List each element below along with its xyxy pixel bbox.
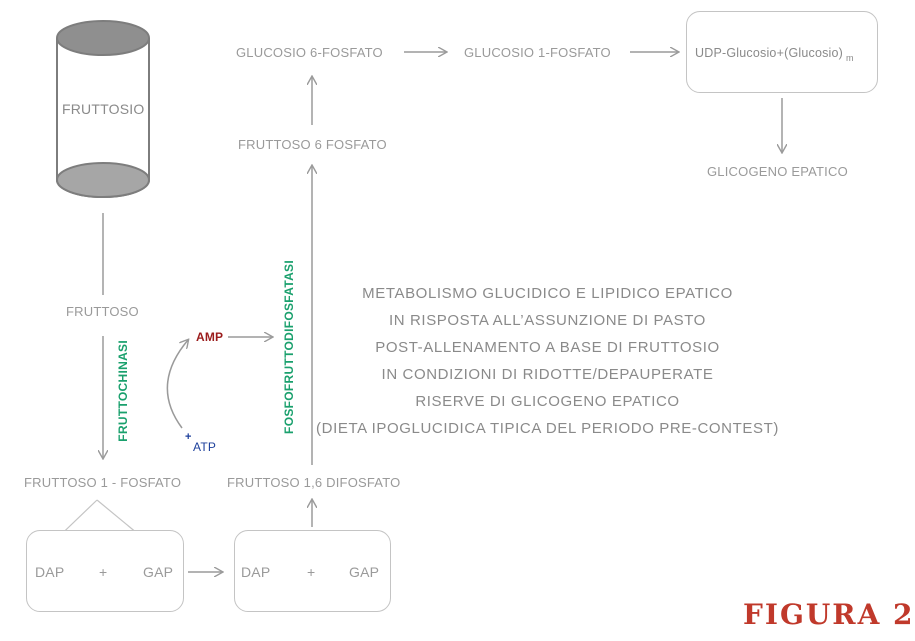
left-plus: + xyxy=(99,564,108,580)
left-dap: DAP xyxy=(35,564,65,580)
left-gap: GAP xyxy=(143,564,174,580)
cofactor-amp: AMP xyxy=(196,330,224,344)
right-gap: GAP xyxy=(349,564,380,580)
caption-line-3: POST-ALLENAMENTO A BASE DI FRUTTOSIO xyxy=(375,339,720,356)
node-fruttoso-6-fosfato: FRUTTOSO 6 FOSFATO xyxy=(238,137,387,152)
caption-line-6: (DIETA IPOGLUCIDICA TIPICA DEL PERIODO P… xyxy=(316,420,779,437)
node-glicogeno-epatico: GLICOGENO EPATICO xyxy=(707,164,848,179)
caption-line-2: IN RISPOSTA ALL’ASSUNZIONE DI PASTO xyxy=(389,312,706,329)
caption-line-1: METABOLISMO GLUCIDICO E LIPIDICO EPATICO xyxy=(362,285,733,302)
cofactor-atp-sign: + xyxy=(185,431,192,443)
caption-line-5: RISERVE DI GLICOGENO EPATICO xyxy=(415,393,680,410)
node-glucosio-6-fosfato: GLUCOSIO 6-FOSFATO xyxy=(236,45,383,60)
right-plus: + xyxy=(307,564,316,580)
cofactor-atp: ATP xyxy=(193,440,217,454)
figure-label: FIGURA 2 xyxy=(743,598,915,631)
node-glucosio-1-fosfato: GLUCOSIO 1-FOSFATO xyxy=(464,45,611,60)
cylinder-label: FRUTTOSIO xyxy=(62,101,145,117)
atp-to-amp-curve xyxy=(166,340,188,429)
node-fruttoso: FRUTTOSO xyxy=(66,304,139,319)
fructose-cylinder xyxy=(56,20,150,198)
udp-label: UDP-Glucosio+(Glucosio) xyxy=(695,46,844,60)
right-triose-box: DAP + GAP xyxy=(234,530,391,612)
udp-box: UDP-Glucosio+(Glucosio)m xyxy=(686,11,878,93)
node-fruttoso-16-difosfato: FRUTTOSO 1,6 DIFOSFATO xyxy=(227,475,401,490)
right-dap: DAP xyxy=(241,564,271,580)
enzyme-fruttochinasi: FRUTTOCHINASI xyxy=(116,340,130,442)
caption-line-4: IN CONDIZIONI DI RIDOTTE/DEPAUPERATE xyxy=(381,366,714,383)
udp-subscript: m xyxy=(846,53,854,63)
node-fruttoso-1-fosfato: FRUTTOSO 1 - FOSFATO xyxy=(24,475,182,490)
left-triose-box: DAP + GAP xyxy=(26,530,184,612)
